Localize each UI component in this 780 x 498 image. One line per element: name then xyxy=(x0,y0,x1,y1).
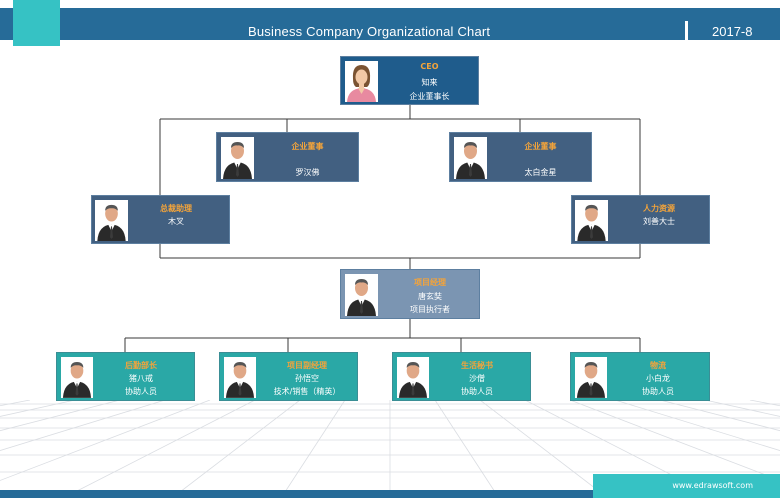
node-staff-logistics-head: 后勤部长 猪八戒 协助人员 xyxy=(56,352,195,401)
node-staff-logistics: 物流 小白龙 协助人员 xyxy=(570,352,710,401)
assistant-name: 木叉 xyxy=(168,217,184,226)
chart-title: Business Company Organizational Chart xyxy=(248,24,491,39)
node-assistant: 总裁助理 木叉 xyxy=(91,195,230,244)
website-link[interactable]: www.edrawsoft.com xyxy=(672,481,753,490)
staff-name: 沙僧 xyxy=(469,374,485,383)
header-divider xyxy=(685,21,688,43)
avatar-male-icon xyxy=(221,137,254,179)
node-hr: 人力资源 刘善大士 xyxy=(571,195,710,244)
staff-title: 协助人员 xyxy=(461,387,493,396)
node-project-manager: 项目经理 唐玄奘 项目执行者 xyxy=(340,269,480,319)
pm-role: 项目经理 xyxy=(414,278,446,287)
avatar-male-icon xyxy=(95,200,128,241)
node-ceo: CEO 知来 企业董事长 xyxy=(340,56,479,105)
assistant-role: 总裁助理 xyxy=(160,204,192,213)
director-left-name: 罗汉佛 xyxy=(295,168,320,177)
avatar-male-icon xyxy=(575,200,608,241)
avatar-female-icon xyxy=(345,61,378,102)
ceo-role: CEO xyxy=(420,62,439,71)
hr-role: 人力资源 xyxy=(643,204,675,213)
header-bar: Business Company Organizational Chart 20… xyxy=(0,8,780,43)
node-staff-secretary: 生活秘书 沙僧 协助人员 xyxy=(392,352,531,401)
staff-title: 协助人员 xyxy=(642,387,674,396)
avatar-male-icon xyxy=(454,137,487,179)
director-right-name: 太白金星 xyxy=(524,168,557,177)
ceo-title: 企业董事长 xyxy=(409,92,450,101)
hr-name: 刘善大士 xyxy=(643,217,675,226)
node-director-right: 企业董事 太白金星 xyxy=(449,132,592,182)
staff-title: 技术/销售（精英） xyxy=(273,387,341,396)
avatar-male-icon xyxy=(345,274,378,316)
staff-role: 后勤部长 xyxy=(125,361,157,370)
pm-name: 唐玄奘 xyxy=(418,292,442,301)
director-right-role: 企业董事 xyxy=(524,142,557,151)
ceo-name: 知来 xyxy=(421,78,438,87)
staff-title: 协助人员 xyxy=(125,387,157,396)
node-staff-deputy-pm: 项目副经理 孙悟空 技术/销售（精英） xyxy=(219,352,358,401)
avatar-male-icon xyxy=(61,357,93,398)
staff-role: 物流 xyxy=(650,361,666,370)
footer-bar xyxy=(0,490,780,498)
website-badge: www.edrawsoft.com xyxy=(593,474,780,498)
staff-name: 小白龙 xyxy=(646,374,670,383)
avatar-male-icon xyxy=(224,357,256,398)
avatar-male-icon xyxy=(397,357,429,398)
avatar-male-icon xyxy=(575,357,607,398)
staff-role: 项目副经理 xyxy=(287,361,327,370)
teal-corner-tab xyxy=(13,0,60,46)
staff-name: 猪八戒 xyxy=(129,374,153,383)
pm-title: 项目执行者 xyxy=(410,305,450,314)
staff-role: 生活秘书 xyxy=(461,361,493,370)
staff-name: 孙悟空 xyxy=(295,374,319,383)
chart-date: 2017-8 xyxy=(712,24,753,39)
director-left-role: 企业董事 xyxy=(291,142,324,151)
node-director-left: 企业董事 罗汉佛 xyxy=(216,132,359,182)
floor-grid xyxy=(0,400,780,492)
